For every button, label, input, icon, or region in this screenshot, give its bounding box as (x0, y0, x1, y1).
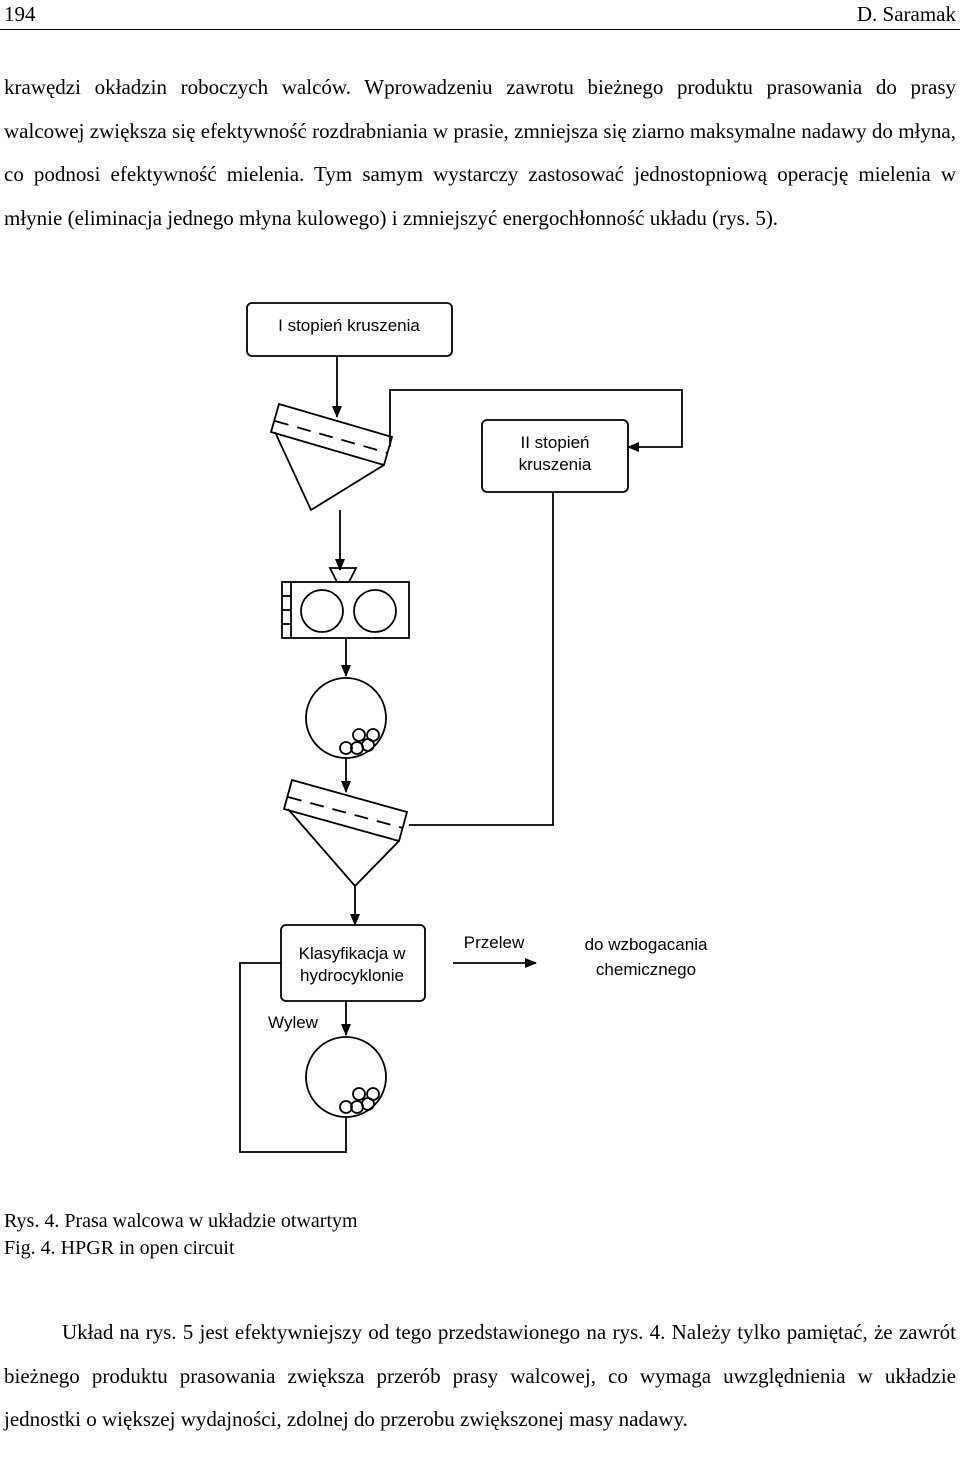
destination-label-line1: do wzbogacania (585, 935, 708, 954)
screen-1 (269, 402, 394, 512)
hpgr-roller-press (281, 581, 410, 639)
stage2-label-line2: kruszenia (519, 455, 592, 474)
page-header: 194 D. Saramak (0, 0, 960, 30)
return-line-mill2-to-hydrocyclone (239, 962, 347, 1153)
stage2-label-line1: II stopień (521, 433, 590, 452)
hydrocyclone-label-line2: hydrocyklonie (300, 966, 404, 985)
body-paragraph-top: krawędzi okładzin roboczych walców. Wpro… (4, 75, 956, 230)
hpgr-feed-hopper (328, 567, 358, 583)
return-line-stage2-screen2 (409, 492, 554, 826)
figure-caption-english: Fig. 4. HPGR in open circuit (4, 1237, 235, 1259)
figure-caption-polish: Rys. 4. Prasa walcowa w układzie otwarty… (4, 1210, 358, 1232)
running-head: D. Saramak (856, 2, 956, 26)
overflow-label: Przelew (464, 933, 525, 952)
underflow-label: Wylew (268, 1013, 319, 1032)
destination-label-line2: chemicznego (596, 960, 696, 979)
stage1-box (246, 302, 453, 357)
ball-mill-2 (305, 1036, 387, 1118)
stage1-label: I stopień kruszenia (278, 316, 420, 335)
body-paragraph-bottom: Układ na rys. 5 jest efektywniejszy od t… (4, 1320, 956, 1431)
stage2-box (481, 419, 629, 493)
screen-2 (282, 778, 409, 888)
recycle-line-screen1-stage2 (389, 389, 683, 452)
ball-mill-1 (305, 677, 387, 759)
hydrocyclone-label-line1: Klasyfikacja w (299, 944, 406, 963)
page-number: 194 (4, 2, 36, 26)
hydrocyclone-box (280, 924, 426, 1002)
